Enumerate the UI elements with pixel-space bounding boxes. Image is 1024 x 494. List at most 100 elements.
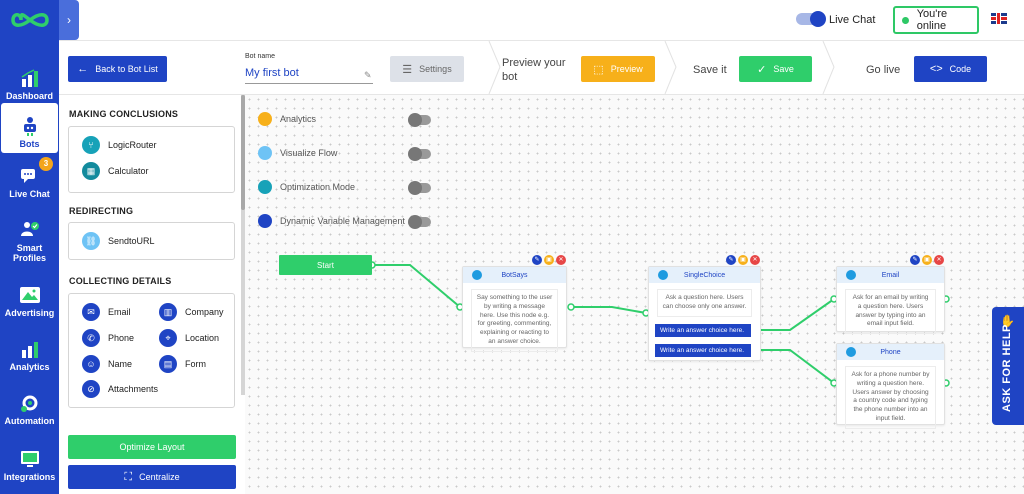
section-box-making-conclusions	[68, 126, 235, 193]
sidebar-item-label: Dashboard	[5, 91, 53, 102]
trash-icon[interactable]: ✕	[556, 255, 566, 265]
node-message[interactable]: Ask for an email by writing a question h…	[845, 289, 936, 335]
pin-icon	[658, 270, 668, 280]
palette-item-company[interactable]: ▥ Company	[159, 303, 224, 321]
phone-icon: ✆	[82, 329, 100, 347]
waving-hand-icon: ✋	[1000, 314, 1015, 328]
panel-scrollbar-thumb[interactable]	[241, 95, 245, 210]
message-icon	[472, 270, 482, 280]
users-icon	[20, 222, 39, 237]
sidebar-item-advertising[interactable]: Advertising	[0, 272, 59, 322]
sidebar-item-live-chat[interactable]: Live Chat 3	[0, 153, 59, 203]
panel-scrollbar-track[interactable]	[241, 95, 245, 395]
palette-item-attachments[interactable]: ⊘ Attachments	[82, 380, 158, 398]
section-box-redirecting	[68, 222, 235, 260]
sidebar-item-label: Bots	[19, 139, 40, 150]
building-icon: ▥	[159, 303, 177, 321]
palette-item-label: Phone	[108, 333, 135, 343]
edit-pencil-icon[interactable]: ✎	[726, 255, 736, 265]
bot-icon	[23, 117, 36, 137]
palette-item-form[interactable]: ▤ Form	[159, 355, 206, 373]
sidebar-expand-toggle[interactable]: ›	[59, 0, 79, 40]
option-dynamic-variable-management: Dynamic Variable Management	[258, 214, 405, 228]
node-palette-panel	[59, 95, 241, 494]
sidebar-item-smart-profiles[interactable]: Smart Profiles	[0, 215, 59, 267]
palette-item-email[interactable]: ✉ Email	[82, 303, 131, 321]
phone-icon	[846, 347, 856, 357]
copy-icon[interactable]: ▣	[738, 255, 748, 265]
section-title-redirecting: REDIRECTING	[69, 206, 134, 216]
palette-item-name[interactable]: ☺ Name	[82, 355, 132, 373]
email-node[interactable]: ✎▣✕ Email Ask for an email by writing a …	[836, 255, 945, 335]
edit-pencil-icon[interactable]: ✎	[910, 255, 920, 265]
node-message[interactable]: Ask for a phone number by writing a ques…	[845, 366, 936, 429]
node-actions: ✎▣✕	[726, 255, 760, 265]
code-brackets-icon: <>	[929, 63, 943, 75]
node-message[interactable]: Ask a question here. Users can choose on…	[657, 289, 752, 317]
sidebar-item-label: Live Chat	[9, 189, 50, 200]
node-message[interactable]: Say something to the user by writing a m…	[471, 289, 558, 352]
phone-node[interactable]: Phone Ask for a phone number by writing …	[836, 343, 945, 429]
online-status-indicator[interactable]: You're online	[893, 6, 979, 34]
sidebar-item-automation[interactable]: Automation	[0, 380, 59, 430]
option-optimization-mode: Optimization Mode	[258, 180, 355, 194]
answer-choice[interactable]: Write an answer choice here.	[655, 324, 751, 337]
sidebar-item-label: Analytics	[9, 362, 50, 373]
code-button[interactable]: <> Code	[914, 56, 987, 82]
uk-flag-icon[interactable]	[991, 13, 1007, 24]
palette-item-sendtourl[interactable]: ⛓ SendtoURL	[82, 232, 155, 250]
sidebar-item-analytics[interactable]: Analytics	[0, 326, 59, 376]
sidebar-item-label: Integrations	[3, 472, 56, 483]
copy-icon[interactable]: ▣	[922, 255, 932, 265]
trash-icon[interactable]: ✕	[750, 255, 760, 265]
check-circle-icon: ✓	[757, 63, 767, 76]
chevron-right-icon: ›	[67, 13, 71, 27]
trash-icon[interactable]: ✕	[934, 255, 944, 265]
node-header: Phone	[837, 344, 944, 360]
settings-button[interactable]: ☰ Settings	[390, 56, 464, 82]
palette-item-label: Company	[185, 307, 224, 317]
node-title: BotSays	[501, 271, 528, 279]
ask-for-help-tab[interactable]	[992, 307, 1024, 425]
answer-choice[interactable]: Write an answer choice here.	[655, 344, 751, 357]
pencil-icon[interactable]: ✎	[364, 70, 372, 80]
live-chat-label: Live Chat	[829, 14, 876, 26]
share-nodes-icon	[258, 146, 272, 160]
magnifier-icon	[258, 180, 272, 194]
preview-frame-icon: ⬚	[593, 63, 604, 76]
sidebar-item-bots[interactable]: Bots	[1, 103, 58, 153]
palette-item-calculator[interactable]: ▦ Calculator	[82, 162, 149, 180]
option-label: Dynamic Variable Management	[280, 216, 405, 226]
start-node[interactable]: Start	[279, 255, 372, 275]
monitor-icon	[20, 451, 39, 468]
visualize-flow-toggle[interactable]	[408, 147, 431, 161]
live-chat-toggle[interactable]	[796, 11, 826, 27]
analytics-toggle[interactable]	[408, 113, 431, 127]
bot-name-input[interactable]: My first bot	[245, 67, 373, 84]
palette-item-label: Form	[185, 359, 206, 369]
preview-button[interactable]: ⬚ Preview	[581, 56, 655, 82]
save-button[interactable]: ✓ Save	[739, 56, 812, 82]
edit-pencil-icon[interactable]: ✎	[532, 255, 542, 265]
node-header: Email	[837, 267, 944, 283]
botsays-node[interactable]: ✎▣✕ BotSays Say something to the user by…	[462, 255, 567, 352]
arrows-move-icon	[258, 214, 272, 228]
optimize-layout-button[interactable]: Optimize Layout	[68, 435, 236, 459]
infinity-logo-icon	[10, 13, 49, 27]
palette-item-label: LogicRouter	[108, 140, 157, 150]
sidebar-item-dashboard[interactable]: Dashboard	[0, 55, 59, 105]
palette-item-logicrouter[interactable]: ⑂ LogicRouter	[82, 136, 157, 154]
dynamic-variable-toggle[interactable]	[408, 215, 431, 229]
sidebar-item-integrations[interactable]: Integrations	[0, 436, 59, 486]
envelope-icon	[846, 270, 856, 280]
centralize-button[interactable]: ⛶ Centralize	[68, 465, 236, 489]
back-to-bot-list-button[interactable]: ← Back to Bot List	[68, 56, 167, 82]
step-divider-icon	[822, 41, 835, 94]
copy-icon[interactable]: ▣	[544, 255, 554, 265]
optimization-mode-toggle[interactable]	[408, 181, 431, 195]
online-dot-icon	[902, 16, 909, 24]
palette-item-location[interactable]: ⌖ Location	[159, 329, 219, 347]
chat-icon	[20, 169, 35, 184]
palette-item-phone[interactable]: ✆ Phone	[82, 329, 134, 347]
app-logo[interactable]	[0, 0, 59, 40]
